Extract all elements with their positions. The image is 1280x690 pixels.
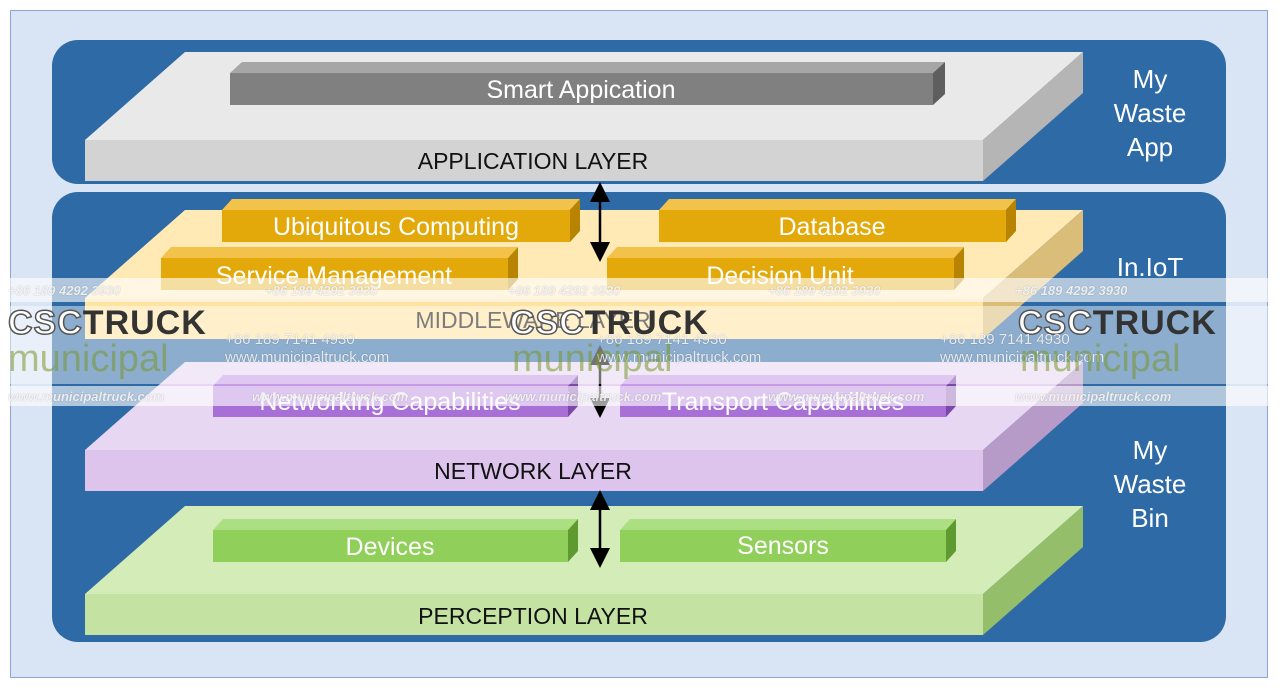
watermark-phone: +86 189 7141 4930	[597, 331, 727, 348]
sensors-label: Sensors	[737, 532, 829, 560]
devices-box: Devices	[213, 519, 578, 562]
watermark-municipal: municipal	[8, 338, 169, 380]
smart-application-box: Smart Appication	[230, 62, 945, 105]
watermark-website: www.municipaltruck.com	[940, 349, 1105, 366]
watermark-phone: +86 189 4292 3930	[8, 283, 121, 298]
smart-application-label: Smart Appication	[487, 76, 676, 104]
watermark-municipal: municipal	[1020, 338, 1181, 380]
middleware-layer-title: MIDDLEWARE LAYER	[415, 307, 650, 333]
watermark-logo: CSCTRUCK	[7, 303, 207, 343]
database-label: Database	[778, 213, 885, 241]
devices-label: Devices	[346, 533, 435, 561]
watermark-website: www.municipaltruck.com	[505, 389, 662, 404]
side-label-my-waste-app: My Waste App	[1113, 64, 1187, 162]
watermark-website: www.municipaltruck.com	[1015, 389, 1172, 404]
watermark-website: www.municipaltruck.com	[8, 389, 165, 404]
application-layer-title: APPLICATION LAYER	[418, 148, 649, 174]
ubiquitous-computing-box: Ubiquitous Computing	[222, 199, 580, 242]
watermark-website: www.municipaltruck.com	[252, 389, 409, 404]
watermark-phone: +86 189 4292 3930	[768, 283, 881, 298]
watermark-phone: +86 189 4292 3930	[1015, 283, 1128, 298]
middleware-layer: Ubiquitous Computing Database Service Ma…	[85, 199, 1083, 339]
watermark-band	[0, 306, 1280, 384]
side-label-my-waste-bin: My Waste Bin	[1113, 435, 1187, 533]
ubiquitous-computing-label: Ubiquitous Computing	[273, 213, 519, 241]
side-label-in-iot: In.IoT	[1116, 252, 1184, 282]
watermark-phone: +86 189 7141 4930	[940, 331, 1070, 348]
watermark-phone: +86 189 4292 3930	[265, 283, 378, 298]
watermark-band	[0, 386, 1280, 406]
perception-layer-title: PERCEPTION LAYER	[418, 603, 648, 629]
watermark-municipal: municipal	[512, 338, 673, 380]
watermark-logo: CSCTRUCK	[1017, 303, 1217, 343]
perception-layer: Devices Sensors PERCEPTION LAYER	[85, 506, 1083, 635]
watermark-band	[0, 278, 1280, 302]
network-layer-title: NETWORK LAYER	[434, 458, 632, 484]
database-box: Database	[659, 199, 1016, 242]
watermark-website: www.municipaltruck.com	[768, 389, 925, 404]
application-layer: Smart Appication APPLICATION LAYER	[85, 52, 1083, 181]
watermark-phone: +86 189 4292 3930	[508, 283, 621, 298]
watermark-website: www.municipaltruck.com	[597, 349, 762, 366]
watermark-phone: +86 189 7141 4930	[225, 331, 355, 348]
sensors-box: Sensors	[620, 519, 956, 562]
watermark-website: www.municipaltruck.com	[225, 349, 390, 366]
watermark-logo: CSCTRUCK	[509, 303, 709, 343]
